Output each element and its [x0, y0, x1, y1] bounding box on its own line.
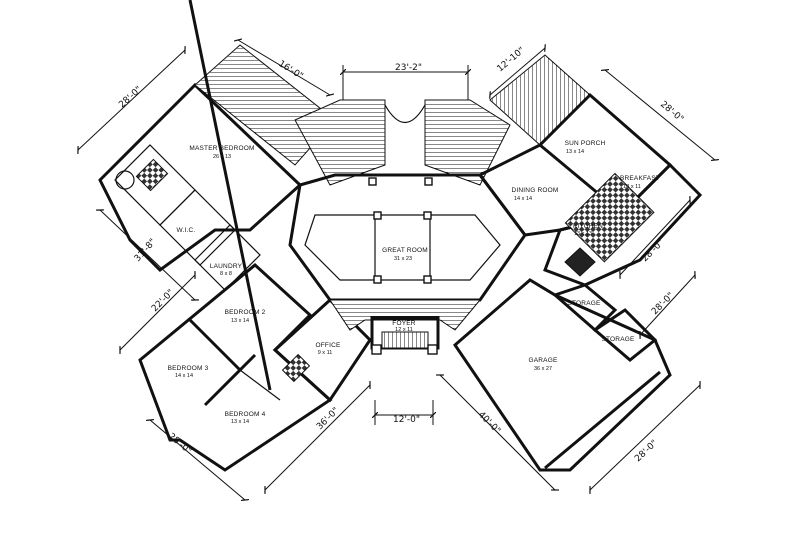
- dim-top-center: 23'-2": [395, 63, 422, 73]
- master-bath-tile: [135, 158, 169, 192]
- room-labels: MASTER BEDROOM 26 x 13 W.I.C. LAUNDRY 8 …: [168, 140, 660, 425]
- rear-deck-arc: [384, 104, 426, 123]
- label-sun-porch: SUN PORCH: [565, 140, 606, 147]
- hall-bath-tile: [281, 353, 311, 383]
- dim-bottom-left: 28'-0": [166, 432, 193, 457]
- size-breakfast: 13 x 11: [623, 184, 641, 190]
- dim-master-left: 28'-0": [117, 85, 144, 111]
- size-laundry: 8 x 8: [220, 271, 232, 277]
- dim-left-lower: 22'-0": [150, 288, 176, 314]
- size-bedroom4: 13 x 14: [231, 419, 249, 425]
- size-foyer: 12 x 11: [395, 327, 413, 333]
- dim-right-mid: 28'-0": [640, 238, 666, 264]
- label-dining-room: DINING ROOM: [512, 187, 559, 194]
- column: [427, 344, 438, 355]
- label-kitchen: KITCHEN: [573, 223, 603, 230]
- left-wing: [98, 0, 372, 472]
- size-kitchen: 13 x 13: [574, 231, 592, 237]
- dim-bottom-right: 28'-0": [633, 438, 660, 464]
- size-garage: 36 x 27: [534, 366, 552, 372]
- garage-outline: [453, 278, 672, 472]
- dim-left-mid: 31'-8": [133, 237, 159, 264]
- label-garage: GARAGE: [528, 357, 557, 364]
- rear-deck-left: [294, 99, 386, 186]
- label-foyer: FOYER: [392, 320, 415, 327]
- label-laundry: LAUNDRY: [210, 263, 243, 270]
- label-storage-a: STORAGE: [567, 300, 601, 307]
- closet-line: [239, 369, 281, 401]
- dim-right-upper: 28'-0": [658, 100, 685, 125]
- bed-divider-b: [203, 353, 257, 407]
- size-master-bedroom: 26 x 13: [213, 154, 231, 160]
- laundry-outline: [194, 224, 261, 291]
- dim-bottom-garage: 40'-0": [476, 410, 502, 436]
- label-bedroom4: BEDROOM 4: [225, 411, 266, 418]
- label-storage-b: STORAGE: [601, 336, 635, 343]
- right-wing: [453, 54, 703, 472]
- column: [424, 177, 433, 186]
- column: [371, 344, 382, 355]
- dim-top-right-deck: 12'-10": [496, 46, 528, 75]
- size-dining-room: 14 x 14: [514, 196, 532, 202]
- dim-right-garage: 28'-0": [650, 291, 676, 317]
- column: [373, 211, 382, 220]
- dim-bottom-office: 36'-0": [315, 406, 341, 432]
- whirlpool-tub: [115, 170, 135, 190]
- size-office: 9 x 11: [318, 350, 333, 356]
- front-porch: [329, 299, 482, 331]
- size-sun-porch: 13 x 14: [566, 149, 584, 155]
- size-great-room: 31 x 23: [394, 256, 412, 262]
- center-core: [288, 99, 527, 355]
- label-bedroom2: BEDROOM 2: [225, 309, 266, 316]
- label-office: OFFICE: [315, 342, 340, 349]
- label-breakfast: BREAKFAST: [620, 175, 660, 182]
- bed-divider-a: [188, 318, 242, 372]
- dim-bottom-center: 12'-0": [393, 415, 420, 425]
- storage-a: [552, 283, 618, 333]
- label-great-room: GREAT ROOM: [382, 247, 428, 254]
- rear-deck-right: [424, 99, 511, 186]
- entry-steps: [381, 331, 429, 349]
- bed2-divider: [188, 0, 272, 391]
- great-room-outline: [288, 173, 527, 302]
- column: [373, 275, 382, 284]
- label-master-bedroom: MASTER BEDROOM: [189, 145, 254, 152]
- column: [368, 177, 377, 186]
- wic-outline: [159, 189, 236, 266]
- column: [423, 275, 432, 284]
- size-bedroom3: 14 x 14: [175, 373, 193, 379]
- label-wic: W.I.C.: [177, 227, 196, 234]
- label-bedroom3: BEDROOM 3: [168, 365, 209, 372]
- column: [423, 211, 432, 220]
- size-bedroom2: 13 x 14: [231, 318, 249, 324]
- kitchen-counter: [564, 247, 596, 277]
- great-room-inner: [304, 214, 501, 281]
- dining-divider: [539, 143, 601, 197]
